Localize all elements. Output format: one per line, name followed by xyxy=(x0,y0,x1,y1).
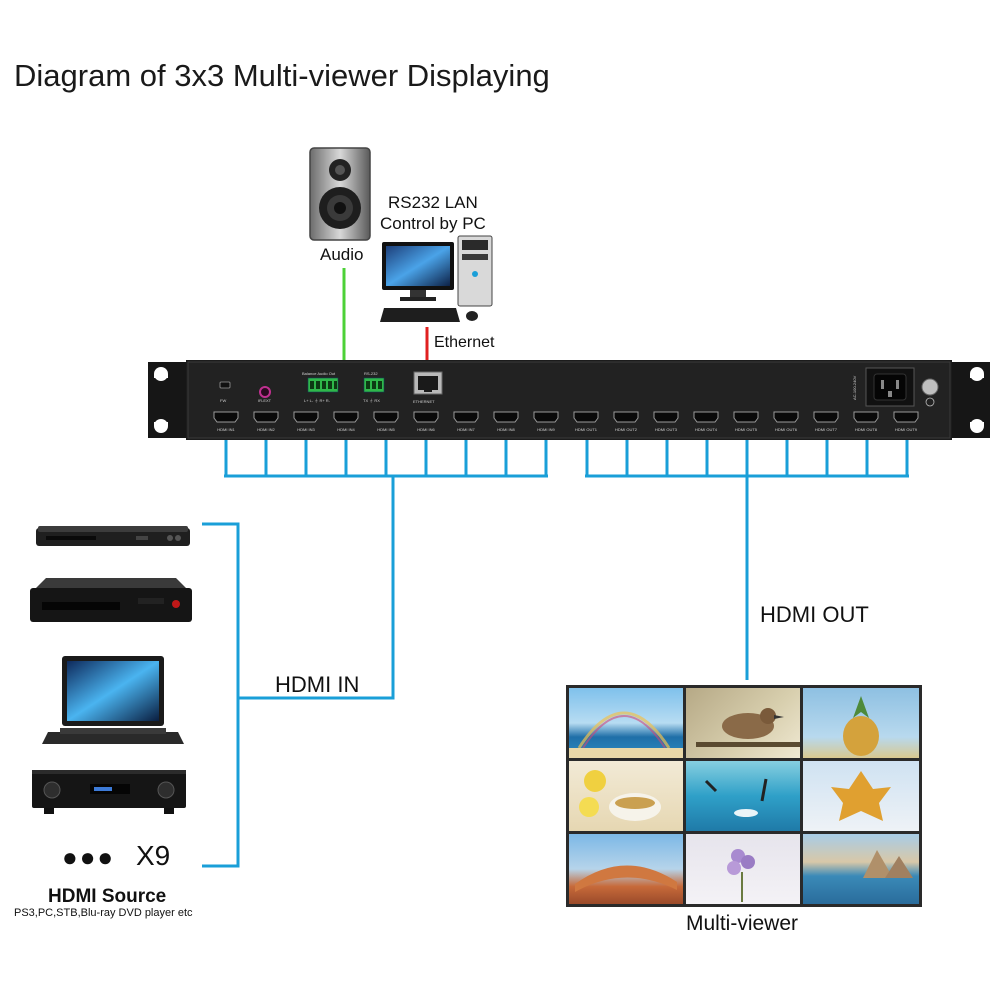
rs232-label: RS-232 xyxy=(364,371,378,376)
hdmi-in-port-label: HDMI IN7 xyxy=(457,427,475,432)
control-label-line2: Control by PC xyxy=(380,214,486,233)
speaker-icon xyxy=(309,147,371,241)
hdmi-in-bus xyxy=(202,432,548,868)
hdmi-in-port-label: HDMI IN1 xyxy=(217,427,235,432)
tile-lilac-flower xyxy=(686,834,800,904)
hdmi-out-port-label: HDMI OUT3 xyxy=(655,427,678,432)
ground-screw xyxy=(921,378,939,396)
ethernet-label: Ethernet xyxy=(434,334,495,351)
balance-audio-label: Balance Audio Out xyxy=(302,371,336,376)
irext-label: IR-EXT xyxy=(258,398,272,403)
power-label: AC-100-240V xyxy=(852,375,857,400)
right-rack-ear xyxy=(950,362,990,438)
hdmi-in-port-label: HDMI IN6 xyxy=(417,427,435,432)
pc-icon xyxy=(380,235,493,322)
hdmi-out-label: HDMI OUT xyxy=(760,602,869,627)
tile-arch-rock xyxy=(569,834,683,904)
hdmi-in-label: HDMI IN xyxy=(275,672,360,697)
hdmi-out-port-label: HDMI OUT5 xyxy=(735,427,758,432)
multiviewer-label: Multi-viewer xyxy=(686,912,799,935)
hdmi-out-port xyxy=(693,411,719,423)
av-receiver-icon xyxy=(32,770,186,814)
audio-label: Audio xyxy=(320,245,364,264)
rs232-pins-label: TX ⏚ RX xyxy=(363,397,380,403)
hdmi-in-port-label: HDMI IN5 xyxy=(377,427,395,432)
hdmi-out-port-label: HDMI OUT9 xyxy=(895,427,918,432)
tile-tea-lemon xyxy=(569,761,683,831)
hdmi-port-row: HDMI IN1 HDMI IN2 HDMI IN3 HDMI IN4 HDMI IN5… xyxy=(213,411,919,432)
multiviewer-video-wall xyxy=(566,685,922,907)
hdmi-in-port xyxy=(253,411,279,423)
hdmi-in-port xyxy=(493,411,519,423)
tile-bird xyxy=(686,688,800,758)
left-rack-ear xyxy=(148,362,188,438)
hdmi-out-port xyxy=(893,411,919,423)
more-sources-dots: ●●● xyxy=(62,842,116,872)
hdmi-in-port xyxy=(293,411,319,423)
hdmi-out-port xyxy=(573,411,599,423)
hdmi-in-port xyxy=(533,411,559,423)
fw-label: FW xyxy=(220,398,226,403)
tile-rainbow-sea xyxy=(569,688,683,758)
hdmi-out-port xyxy=(853,411,879,423)
control-label: RS232 LAN Control by PC xyxy=(380,192,486,234)
source-count-label: X9 xyxy=(136,840,171,871)
tile-coastal-cliffs xyxy=(803,834,919,904)
control-label-line1: RS232 LAN xyxy=(388,193,478,212)
hdmi-out-port xyxy=(813,411,839,423)
source-title: HDMI Source xyxy=(48,886,167,907)
ethernet-port-label: ETHERNET xyxy=(413,399,435,404)
balance-pins-label: L+ L- ⏚ R+ R- xyxy=(304,397,331,403)
hdmi-out-port-label: HDMI OUT8 xyxy=(855,427,878,432)
hdmi-in-port-label: HDMI IN4 xyxy=(337,427,355,432)
hdmi-out-port-label: HDMI OUT6 xyxy=(775,427,798,432)
ir-ext-port xyxy=(259,386,271,398)
hdmi-in-port-label: HDMI IN2 xyxy=(257,427,275,432)
hdmi-out-port-label: HDMI OUT2 xyxy=(615,427,638,432)
hdmi-in-port xyxy=(453,411,479,423)
hdmi-out-port-label: HDMI OUT7 xyxy=(815,427,838,432)
tile-pineapple xyxy=(803,688,919,758)
tile-autumn-leaf xyxy=(803,761,919,831)
dvd-player-icon xyxy=(36,526,190,546)
source-subtitle: PS3,PC,STB,Blu-ray DVD player etc xyxy=(14,907,193,919)
laptop-icon xyxy=(42,656,184,744)
hdmi-out-port xyxy=(613,411,639,423)
hdmi-in-port xyxy=(213,411,239,423)
multiviewer-device: AC-100-240V FW IR-EXT Balance Audio Out … xyxy=(148,360,990,440)
hdmi-out-port-label: HDMI OUT1 xyxy=(575,427,598,432)
hdmi-out-port-label: HDMI OUT4 xyxy=(695,427,718,432)
fw-port xyxy=(219,381,231,389)
hdmi-out-port xyxy=(773,411,799,423)
bluray-player-icon xyxy=(30,578,192,622)
hdmi-in-port xyxy=(373,411,399,423)
hdmi-out-port xyxy=(733,411,759,423)
hdmi-out-bus xyxy=(585,432,909,680)
diagram-title: Diagram of 3x3 Multi-viewer Displaying xyxy=(14,58,550,93)
hdmi-in-port-label: HDMI IN3 xyxy=(297,427,315,432)
hdmi-in-port-label: HDMI IN9 xyxy=(537,427,555,432)
tile-surfers xyxy=(686,761,800,831)
hdmi-in-port-label: HDMI IN8 xyxy=(497,427,515,432)
hdmi-out-port xyxy=(653,411,679,423)
hdmi-in-port xyxy=(333,411,359,423)
hdmi-in-port xyxy=(413,411,439,423)
